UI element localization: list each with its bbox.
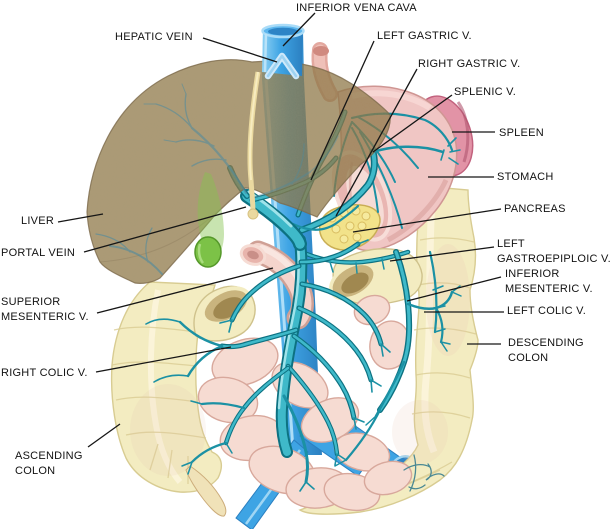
leader-lines <box>57 12 504 448</box>
label-left-colic-v: LEFT COLIC V. <box>507 305 587 317</box>
label-pancreas: PANCREAS <box>504 203 566 215</box>
label-descending-colon: DESCENDING COLON <box>508 337 584 364</box>
liver-veins <box>95 83 339 275</box>
label-right-colic-v: RIGHT COLIC V. <box>1 367 88 379</box>
right-gastric-vein-vessel <box>291 204 360 231</box>
artist-signature <box>403 454 445 492</box>
leader-hepatic-vein <box>202 37 278 63</box>
leader-inferior-vena-cava <box>282 12 316 47</box>
hepatic-vein-vessel <box>264 52 300 80</box>
small-intestine-loops <box>197 294 413 512</box>
label-stomach: STOMACH <box>497 171 554 183</box>
liver-shape <box>86 59 391 284</box>
leader-pancreas <box>352 208 502 233</box>
splenic-vein-vessel <box>298 145 445 234</box>
label-portal-vein: PORTAL VEIN <box>1 247 76 259</box>
label-liver: LIVER <box>21 215 55 227</box>
leader-splenic-v <box>372 94 453 153</box>
label-ascending-colon: ASCENDING COLON <box>15 450 83 477</box>
label-superior-mesenteric-v: SUPERIOR MESENTERIC V. <box>1 296 89 323</box>
leader-left-gastroepiploic-v <box>389 246 495 262</box>
falciform-ligament <box>247 71 261 220</box>
leader-right-colic-v <box>95 346 232 373</box>
label-left-gastroepiploic-v: LEFT GASTROEPIPLOIC V. <box>497 238 611 265</box>
leader-ascending-colon <box>87 423 121 448</box>
transverse-colon-cut-left <box>193 285 256 342</box>
leader-inferior-mesenteric-v <box>406 276 502 302</box>
leader-superior-mesenteric-v <box>96 267 274 314</box>
leader-portal-vein <box>83 206 247 253</box>
label-right-gastric-v: RIGHT GASTRIC V. <box>418 58 521 70</box>
label-splenic-v: SPLENIC V. <box>454 86 517 98</box>
leader-left-gastric-v <box>310 40 375 181</box>
appendix-shape <box>185 465 227 517</box>
leader-liver <box>57 213 104 223</box>
label-hepatic-vein: HEPATIC VEIN <box>115 31 193 43</box>
label-inferior-mesenteric-v: INFERIOR MESENTERIC V. <box>505 268 593 295</box>
label-left-gastric-v: LEFT GASTRIC V. <box>377 30 472 42</box>
label-inferior-vena-cava: INFERIOR VENA CAVA <box>296 2 417 14</box>
leader-right-gastric-v <box>335 68 418 217</box>
vena-cava-opening <box>261 23 305 76</box>
superior-mesenteric-vein-vessel <box>145 234 391 492</box>
label-spleen: SPLEEN <box>499 127 544 139</box>
